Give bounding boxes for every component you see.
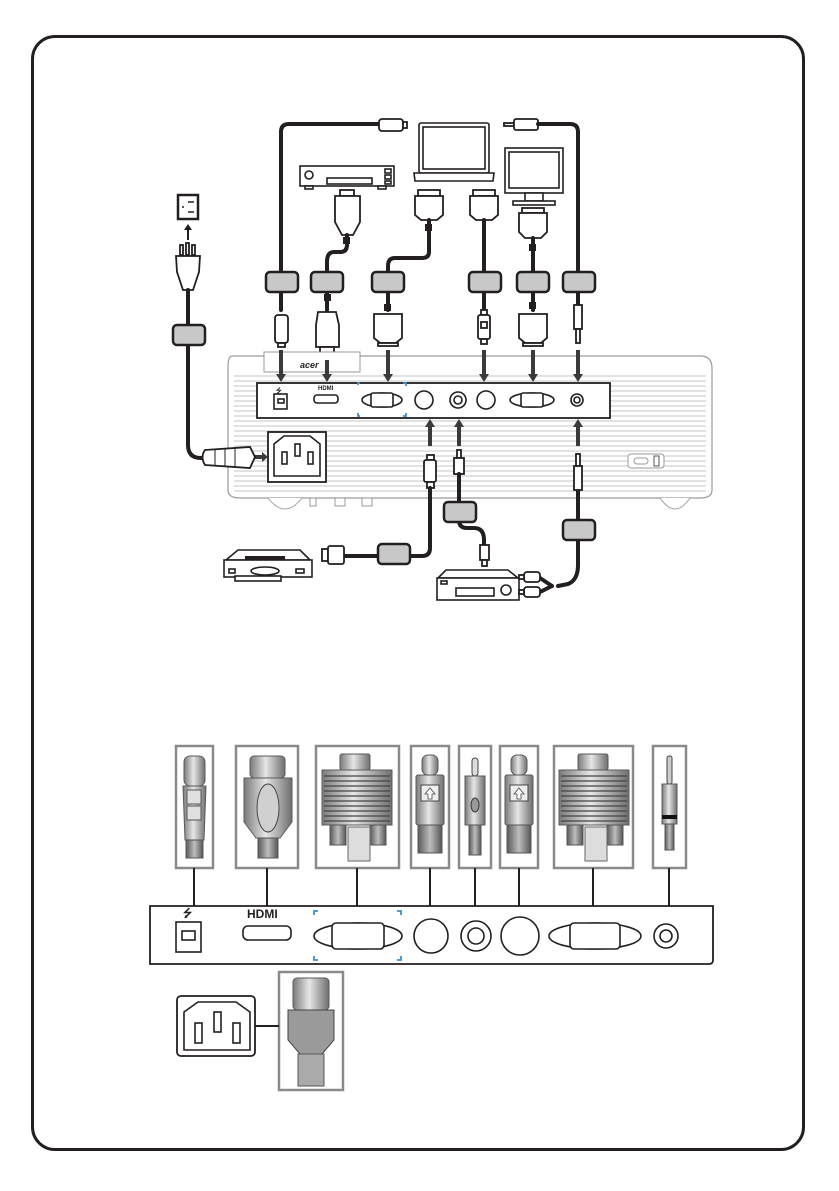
vga-plug-laptop-icon [414, 189, 444, 221]
power-connector-icon [201, 446, 256, 469]
vga-in-port-large[interactable] [331, 922, 385, 950]
audio-in-cable [556, 488, 580, 588]
vga-in-cable [386, 218, 431, 312]
mini-din-port[interactable] [476, 390, 496, 410]
rca-pair-icon [518, 571, 554, 598]
dvd-player-icon [299, 165, 395, 190]
power-cable [186, 288, 210, 460]
audio-jack-top-icon [503, 118, 539, 131]
hdmi-port[interactable] [313, 394, 339, 404]
hdmi-plug-top-icon [334, 189, 361, 236]
s-video-port[interactable] [414, 390, 434, 410]
vga-plug-bottom-icon [373, 313, 403, 347]
up-arrow-icon [184, 224, 192, 240]
vga-plug-out-bottom-icon [518, 313, 548, 347]
cable-label-vga-out [515, 270, 551, 294]
cable-label-vga-in [370, 270, 406, 294]
cable-label-audio-out [561, 270, 597, 294]
audio-out-cable [536, 122, 580, 307]
power-outlet-icon [176, 193, 200, 221]
connector-thumbnails [174, 744, 688, 1092]
cable-label-s-video [376, 542, 412, 566]
mini-din-port-large[interactable] [500, 916, 540, 956]
s-video-cable [340, 486, 432, 558]
cable-label-composite [442, 500, 478, 524]
page-frame [31, 35, 805, 1151]
audio-plug-icon [573, 453, 583, 491]
vga-in-port[interactable] [370, 392, 394, 408]
power-inlet-large[interactable] [176, 995, 256, 1057]
laptop-icon [413, 122, 495, 182]
composite-plug-end-icon [479, 544, 490, 567]
projector-port-panel: ⭍ HDMI [256, 382, 611, 483]
cable-label-hdmi [309, 270, 345, 294]
power-plug-icon [175, 242, 201, 291]
hdmi-cable [325, 233, 349, 312]
projector-body: acer [227, 351, 713, 510]
usb-symbol: ⭍ [276, 387, 282, 395]
cable-label-power [171, 323, 207, 347]
connection-arrows [254, 350, 583, 462]
vga-out-port[interactable] [520, 392, 544, 408]
hdmi-text: HDMI [318, 386, 334, 392]
dvd-player-svideo-icon [223, 549, 313, 582]
vga-out-port-large[interactable] [569, 922, 621, 950]
cable-label-mini-din [467, 270, 503, 294]
s-video-port-large[interactable] [413, 918, 449, 954]
av-receiver-icon [436, 569, 521, 601]
vga-plug-monitor-icon [518, 207, 548, 239]
audio-jack-bottom-icon [573, 304, 583, 344]
brand-logo: acer [300, 360, 319, 370]
usb-plug-top-icon [378, 118, 408, 132]
cable-label-audio-in [561, 518, 597, 542]
hdmi-plug-bottom-icon [315, 311, 340, 356]
usb-symbol-large: ⭍ [183, 907, 193, 920]
mini-din-plug-icon [477, 309, 491, 345]
hdmi-text-large: HDMI [247, 907, 278, 921]
port-panel-large: ⭍ HDMI [149, 905, 714, 965]
vga-plug-laptop-2-icon [469, 189, 499, 221]
hdmi-port-large[interactable] [242, 925, 292, 941]
monitor-icon [504, 147, 564, 206]
usb-plug-bottom-icon [274, 314, 289, 348]
s-video-plug-end-icon [321, 545, 345, 565]
cable-label-usb [264, 270, 300, 294]
usb-cable [279, 122, 382, 312]
leader-lines [193, 868, 670, 1027]
